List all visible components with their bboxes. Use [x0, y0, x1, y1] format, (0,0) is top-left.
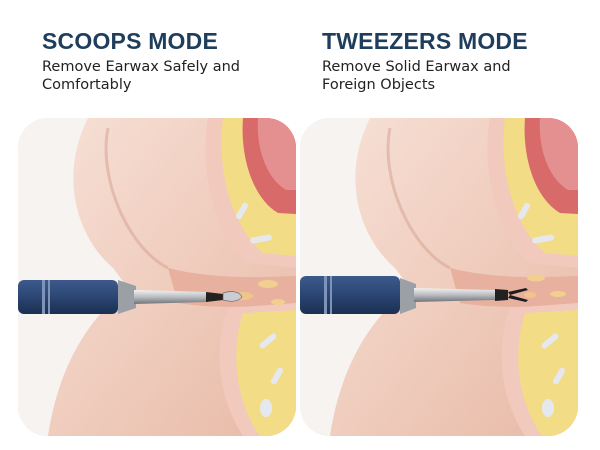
- earwax-deposit: [527, 274, 545, 282]
- tweezers-mode-description: Remove Solid Earwax and Foreign Objects: [322, 58, 592, 94]
- otoscope-handle: [300, 276, 400, 314]
- scoops-mode-description-line-1: Remove Earwax Safely and: [42, 59, 241, 75]
- scoops-mode-description: Remove Earwax Safely and Comfortably: [42, 58, 312, 94]
- ear-canal-tweezers-image: [300, 118, 578, 436]
- tweezers-tip-lower: [508, 295, 528, 302]
- lower-fat-layer: [236, 310, 296, 436]
- scoop-tip: [222, 291, 243, 302]
- scoops-mode-header: SCOOPS MODE Remove Earwax Safely and Com…: [42, 28, 312, 94]
- otoscope-handle: [18, 280, 118, 314]
- tweezers-mode-description-line-1: Remove Solid Earwax and: [322, 59, 511, 75]
- tweezers-mode-description-line-2: Foreign Objects: [322, 77, 436, 93]
- tweezers-mode-title: TWEEZERS MODE: [322, 28, 528, 54]
- tweezers-probe: [414, 288, 495, 302]
- scoop-probe: [134, 290, 208, 304]
- scoops-mode-description-line-2: Comfortably: [42, 77, 132, 93]
- tweezers-mode-header: TWEEZERS MODE Remove Solid Earwax and Fo…: [322, 28, 592, 94]
- tweezers-tip-upper: [508, 288, 528, 295]
- ear-canal-scoop-image: [18, 118, 296, 436]
- tweezers-mode-illustration: [300, 118, 578, 436]
- scoops-mode-illustration: [18, 118, 296, 436]
- scoops-mode-title: SCOOPS MODE: [42, 28, 219, 54]
- lower-fat-layer: [518, 310, 578, 436]
